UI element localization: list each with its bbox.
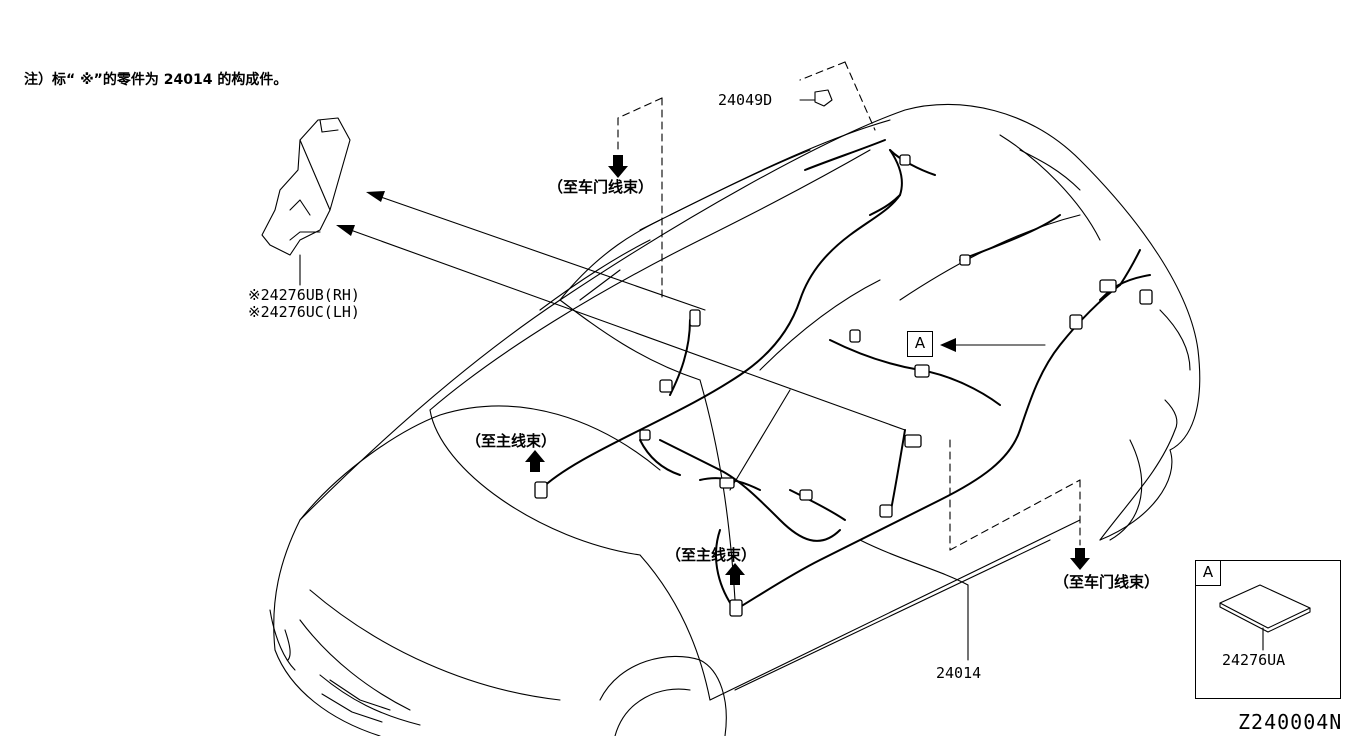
- callout-to-door-harness-right: （至车门线束）: [1054, 573, 1160, 591]
- protector-part-drawing: [261, 117, 351, 256]
- part-number-detail: 24276UA: [1222, 651, 1286, 669]
- callout-to-main-harness-bottom: （至主线束）: [666, 546, 757, 564]
- note-text: 注）标“ ※”的零件为 24014 的构成件。: [24, 72, 288, 88]
- detail-plate-drawing: [1219, 584, 1311, 651]
- car-body-outline: [269, 103, 1201, 736]
- callout-to-door-harness-top: （至车门线束）: [548, 178, 654, 196]
- part-number-protector-rh: ※24276UB(RH): [248, 286, 360, 304]
- arrowheads: [336, 155, 1090, 585]
- detail-view-a: A: [1195, 560, 1341, 699]
- diagram-code: Z240004N: [1238, 710, 1343, 734]
- part-number-harness: 24014: [936, 664, 982, 682]
- detail-view-a-marker: A: [1195, 560, 1221, 586]
- part-number-clip: 24049D: [718, 91, 773, 109]
- callout-to-main-harness-left: （至主线束）: [466, 432, 557, 450]
- dashed-reference-lines: [617, 61, 1081, 551]
- part-number-protector-lh: ※24276UC(LH): [248, 303, 360, 321]
- pointer-lines: [299, 99, 1046, 661]
- view-marker-a: A: [907, 331, 933, 357]
- clip-part-drawing: [814, 89, 833, 107]
- connectors: [534, 154, 1153, 617]
- wire-harness: [539, 139, 1151, 611]
